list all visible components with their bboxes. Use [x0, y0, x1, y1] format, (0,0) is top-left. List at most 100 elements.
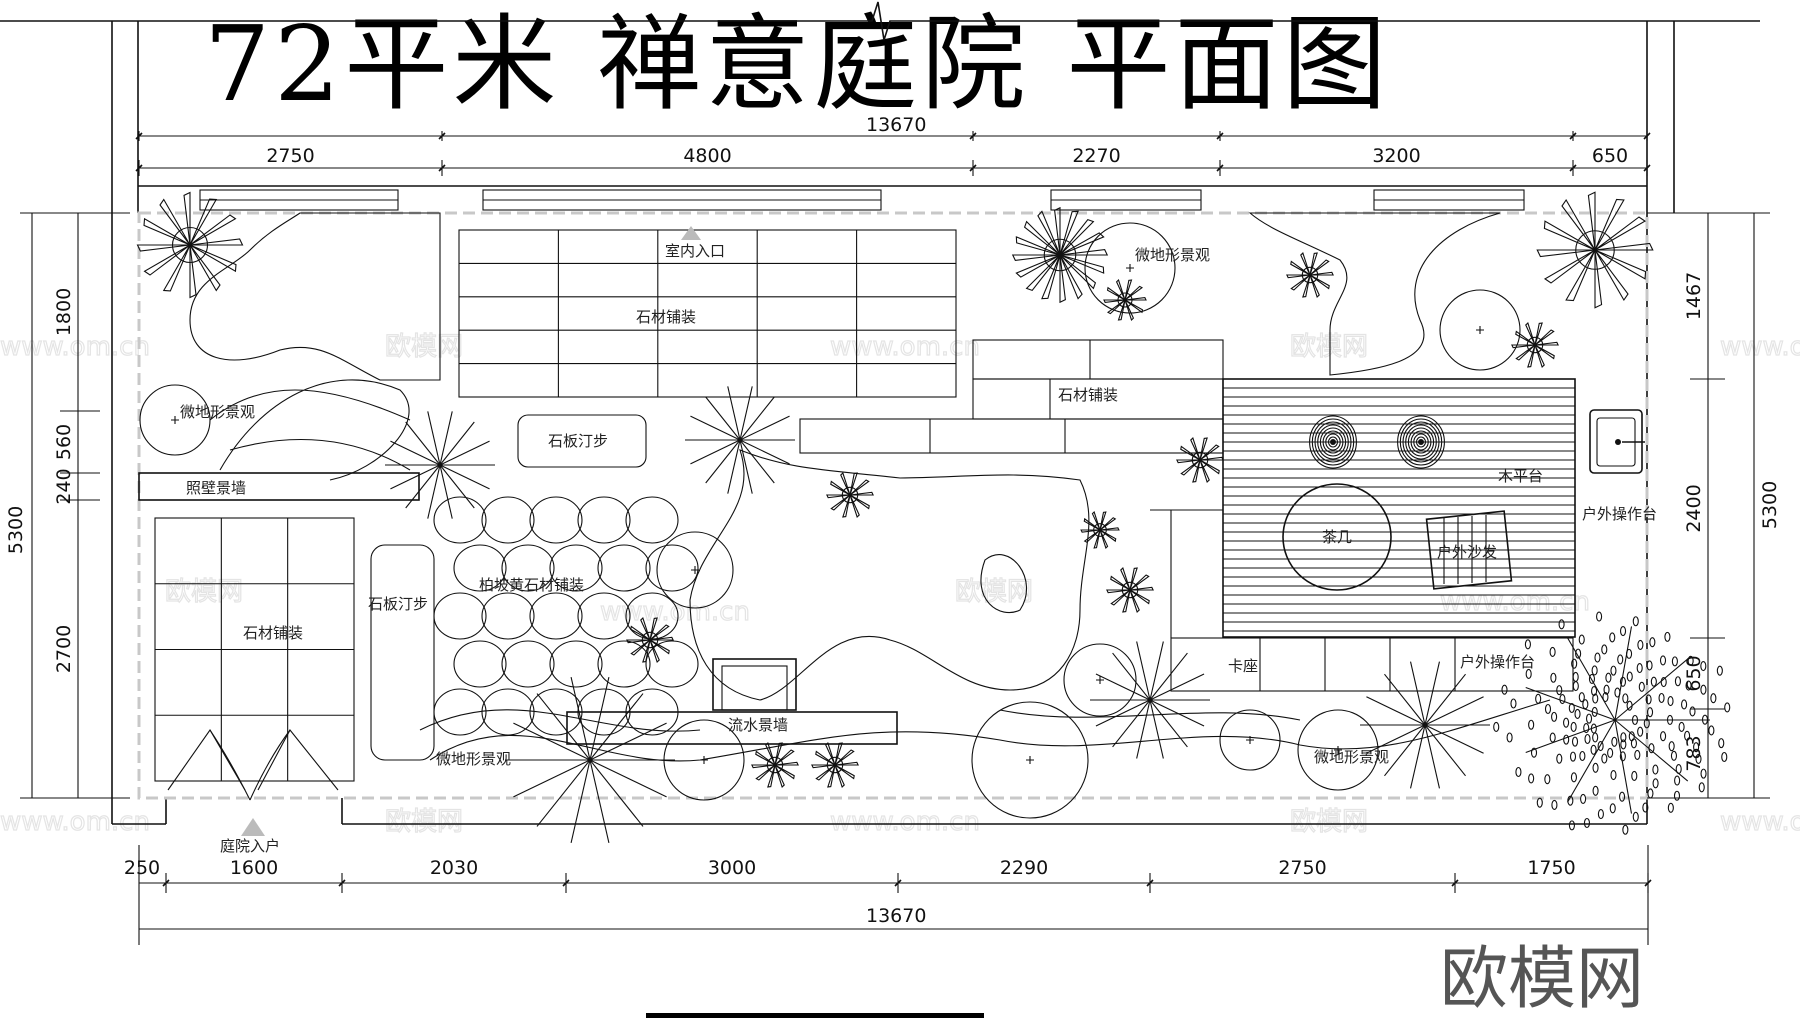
dim-left-total: 5300 [5, 506, 27, 554]
dim-top-segment: 3200 [1372, 145, 1420, 167]
label-micro-terrain: 微地形景观 [436, 750, 511, 768]
label-water-wall: 流水景墙 [728, 716, 788, 734]
round-tree-icon [1297, 709, 1379, 791]
scale-bar [646, 1013, 984, 1018]
stone-paving-grid-left [154, 517, 355, 782]
booth-paving [1150, 509, 1574, 692]
label-indoor-entrance: 室内入口 [665, 242, 725, 260]
watermark-text: 欧模网 [955, 577, 1033, 607]
dim-bottom-segment: 250 [124, 857, 160, 879]
window-4 [1373, 189, 1525, 211]
dim-top-segment: 2750 [266, 145, 314, 167]
dim-left-segment: 2700 [53, 625, 75, 673]
label-outdoor-counter: 户外操作台 [1460, 653, 1535, 671]
label-stepping-stones: 石板汀步 [368, 595, 428, 613]
watermark-url: www.om.cn [830, 807, 980, 837]
dim-bottom-segment: 3000 [708, 857, 756, 879]
label-yellow-stone-paving: 柏坡黄石材铺装 [479, 576, 584, 594]
flower-shrub-icon [1106, 567, 1154, 613]
entrance-arrow-icon [681, 226, 701, 240]
entrance-door [167, 728, 339, 801]
label-stone-paving: 石材铺装 [1058, 386, 1118, 404]
dim-right-total: 5300 [1759, 481, 1781, 529]
garden-boundary [137, 211, 1649, 800]
watermark-url: www.om.cn [1440, 587, 1590, 617]
outdoor-sofa [1425, 510, 1513, 590]
grass-icon [385, 411, 495, 519]
label-stepping-stones: 石板汀步 [548, 432, 608, 450]
flower-shrub-icon [626, 617, 674, 663]
stone-paving-grid-top [458, 229, 957, 398]
round-shrub-icon [1063, 643, 1137, 717]
tea-table [1282, 483, 1392, 591]
dim-bottom-segment: 2030 [430, 857, 478, 879]
window-1 [199, 189, 399, 211]
round-tree-icon [1439, 289, 1521, 371]
planting [136, 191, 1731, 843]
watermark-text: 欧模网 [1290, 807, 1368, 837]
dim-bottom-segment: 1600 [230, 857, 278, 879]
round-tree-icon [1084, 222, 1176, 314]
label-wood-deck: 木平台 [1498, 467, 1543, 485]
grass-icon [685, 386, 795, 494]
watermark-text: 欧模网 [1290, 332, 1368, 362]
label-micro-terrain: 微地形景观 [1314, 748, 1389, 766]
deciduous-tree-icon [1493, 611, 1731, 835]
dim-top-segment: 650 [1592, 145, 1628, 167]
label-micro-terrain: 微地形景观 [180, 403, 255, 421]
dim-right-segment: 783 [1683, 735, 1705, 771]
window-3 [1050, 189, 1202, 211]
dim-bottom-segment: 2290 [1000, 857, 1048, 879]
watermark-text: 欧模网 [385, 332, 463, 362]
label-outdoor-counter: 户外操作台 [1582, 505, 1657, 523]
watermark-logo: 欧模网 [1440, 940, 1644, 1018]
label-screen-wall: 照壁景墙 [186, 479, 246, 497]
gravel-beds [189, 212, 1501, 711]
round-tree-icon [971, 701, 1089, 819]
dim-bottom-segment: 2750 [1278, 857, 1326, 879]
label-tea-table: 茶几 [1322, 528, 1352, 546]
flower-shrub-icon [1286, 252, 1334, 298]
grass-icon [1360, 661, 1490, 789]
watermark-url: www.om.cn [0, 807, 150, 837]
round-tree-icon [1219, 709, 1281, 771]
dim-top-total: 13670 [866, 114, 926, 136]
dim-bottom-total: 13670 [866, 905, 926, 927]
dim-left-segment: 240 [53, 468, 75, 504]
grass-icon [1090, 641, 1210, 759]
stepping-stone-strip [370, 544, 435, 761]
flower-shrub-icon [751, 742, 799, 788]
flower-shrub-icon [811, 742, 859, 788]
label-booth-seat: 卡座 [1228, 657, 1258, 675]
flower-shrub-icon [1103, 279, 1147, 321]
dimension-lines: 13670 13670 5300 5300 2750 4800 2270 3200 65… [5, 114, 1781, 945]
watermarks: 欧模网欧模网欧模网欧模网欧模网欧模网www.om.cnwww.om.cnwww.… [0, 331, 1800, 837]
dim-right-segment: 650 [1683, 655, 1705, 691]
dim-right-segment: 1467 [1683, 272, 1705, 320]
plan-labels: 室内入口 石材铺装 石材铺装 石材铺装 微地形景观 微地形景观 微地形景观 微地… [180, 242, 1657, 855]
watermark-text: 欧模网 [385, 807, 463, 837]
water-wall [566, 711, 898, 745]
stepping-stone-top [517, 414, 647, 468]
walls [0, 1, 1760, 825]
drawing-title: 72平米 禅意庭院 平面图 [204, 3, 1390, 125]
yellow-stone-paving [433, 496, 699, 736]
palm-tree-icon [1536, 191, 1654, 309]
dim-left-segment: 1800 [53, 288, 75, 336]
courtyard-entrance-arrow-icon [241, 818, 265, 836]
dim-left-segment: 560 [53, 424, 75, 460]
deck-furniture [1282, 409, 1645, 591]
watermark-url: www.om.cn [1720, 332, 1800, 362]
wood-deck [1222, 378, 1576, 638]
watermark-url: www.om.cn [830, 332, 980, 362]
flower-shrub-icon [826, 472, 874, 518]
label-stone-paving: 石材铺装 [636, 308, 696, 326]
watermark-url: www.om.cn [600, 597, 750, 627]
grass-icon [505, 677, 675, 843]
dim-right-segment: 2400 [1683, 484, 1705, 532]
watermark-url: www.om.cn [1720, 807, 1800, 837]
flower-shrub-icon [1080, 511, 1120, 549]
flower-shrub-icon [1176, 437, 1224, 483]
dim-top-segment: 2270 [1072, 145, 1120, 167]
dim-top-segment: 4800 [683, 145, 731, 167]
